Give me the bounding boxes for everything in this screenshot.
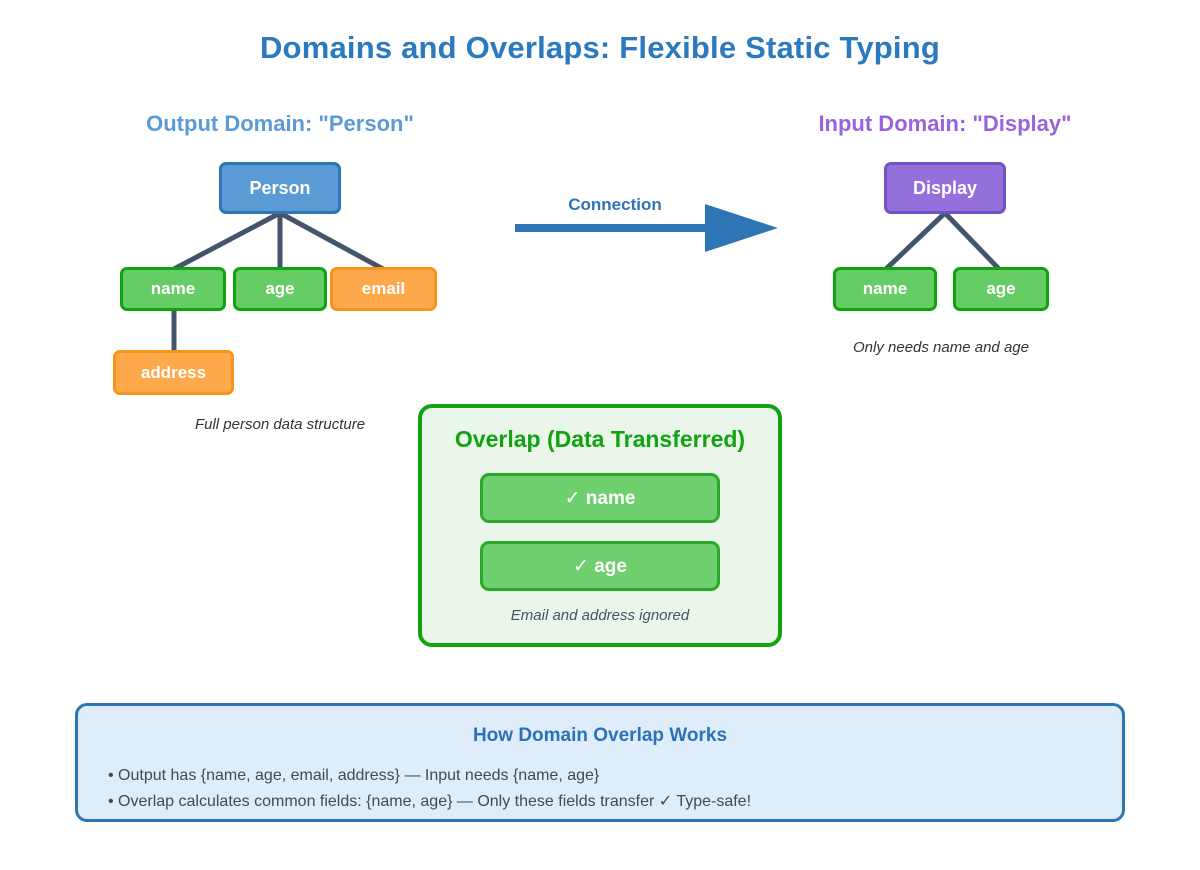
node-display: Display [884, 162, 1006, 214]
connector-display-age [943, 211, 1001, 271]
explainer-bullets: • Output has {name, age, email, address}… [108, 763, 1102, 815]
explainer-bullet: • Overlap calculates common fields: {nam… [108, 793, 752, 810]
node-output-email: email [330, 267, 437, 311]
overlap-item-age: ✓ age [480, 541, 720, 591]
page-title: Domains and Overlaps: Flexible Static Ty… [259, 30, 941, 65]
node-output-address: address [113, 350, 234, 395]
output-domain-caption: Full person data structure [194, 416, 366, 433]
input-domain-heading: Input Domain: "Display" [818, 111, 1072, 136]
output-domain-heading: Output Domain: "Person" [146, 111, 414, 136]
explainer-panel: How Domain Overlap Works • Output has {n… [75, 703, 1125, 822]
node-person: Person [219, 162, 341, 214]
node-input-name: name [833, 267, 937, 311]
overlap-panel: Overlap (Data Transferred) ✓ name ✓ age … [418, 404, 782, 647]
node-input-age: age [953, 267, 1049, 311]
connector-display-name [884, 211, 947, 271]
input-domain-caption: Only needs name and age [853, 339, 1029, 356]
connector-person-name [172, 210, 282, 272]
connector-person-email [278, 210, 385, 272]
overlap-caption: Email and address ignored [510, 607, 690, 624]
overlap-title: Overlap (Data Transferred) [454, 426, 746, 452]
node-output-name: name [120, 267, 226, 311]
connection-label: Connection [568, 195, 662, 214]
explainer-bullet: • Output has {name, age, email, address}… [108, 767, 600, 784]
overlap-item-name: ✓ name [480, 473, 720, 523]
explainer-title: How Domain Overlap Works [472, 725, 728, 746]
node-output-age: age [233, 267, 327, 311]
